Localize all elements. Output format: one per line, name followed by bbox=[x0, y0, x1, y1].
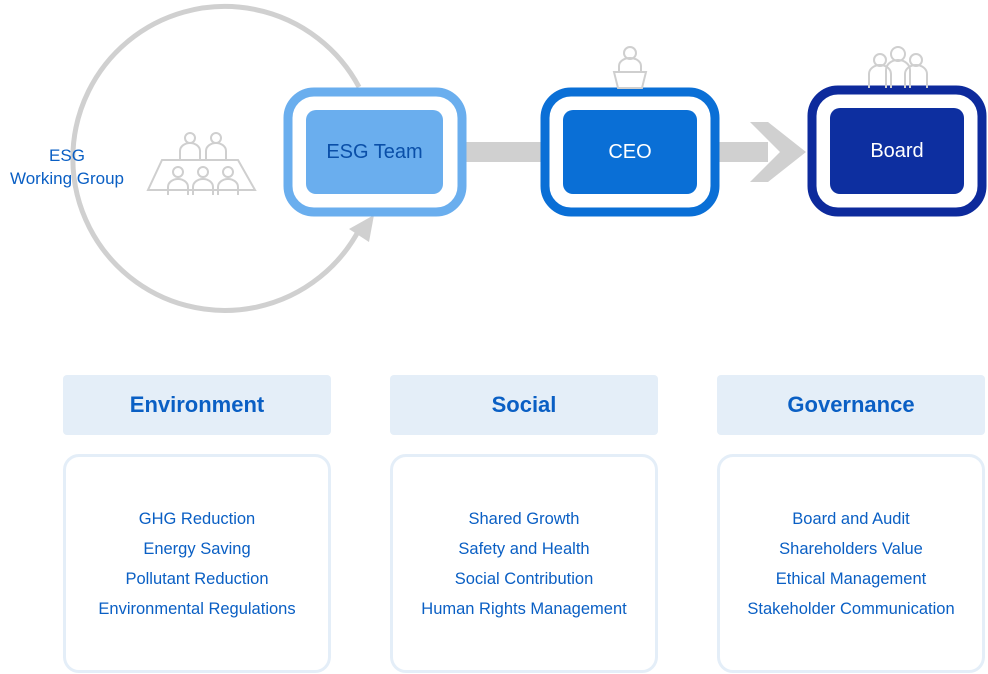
list-item: Social Contribution bbox=[454, 569, 594, 588]
category-box-social: Shared Growth Safety and Health Social C… bbox=[390, 454, 658, 673]
cycle-arrow-head bbox=[349, 215, 374, 242]
working-group-line1: ESG bbox=[49, 146, 85, 165]
category-box-environment: GHG Reduction Energy Saving Pollutant Re… bbox=[63, 454, 331, 673]
ceo-node bbox=[540, 87, 720, 217]
working-group-line2: Working Group bbox=[9, 169, 124, 188]
list-item: Ethical Management bbox=[775, 569, 927, 588]
arrow-ceo-board bbox=[718, 122, 806, 182]
list-item: Safety and Health bbox=[458, 539, 590, 558]
podium-speaker-icon bbox=[612, 46, 648, 89]
esg-team-label: ESG Team bbox=[326, 140, 423, 163]
list-item: Shared Growth bbox=[468, 509, 580, 528]
connector-team-ceo bbox=[462, 142, 546, 162]
meeting-table-icon bbox=[146, 132, 257, 195]
esg-team-node bbox=[283, 87, 467, 217]
working-group-label: ESG Working Group bbox=[0, 144, 134, 190]
list-item: Board and Audit bbox=[792, 509, 910, 528]
category-box-governance: Board and Audit Shareholders Value Ethic… bbox=[717, 454, 985, 673]
list-item: Pollutant Reduction bbox=[125, 569, 269, 588]
board-label: Board bbox=[870, 139, 924, 162]
ceo-label: CEO bbox=[608, 140, 652, 163]
list-item: Environmental Regulations bbox=[98, 599, 296, 618]
category-header-governance: Governance bbox=[717, 375, 985, 435]
list-item: Human Rights Management bbox=[421, 599, 627, 618]
list-item: Energy Saving bbox=[143, 539, 251, 558]
list-item: GHG Reduction bbox=[138, 509, 256, 528]
list-item: Shareholders Value bbox=[779, 539, 923, 558]
category-header-environment: Environment bbox=[63, 375, 331, 435]
category-header-social: Social bbox=[390, 375, 658, 435]
cycle-arrow-top bbox=[70, 3, 363, 313]
board-node bbox=[807, 85, 987, 217]
group-people-icon bbox=[868, 46, 928, 88]
list-item: Stakeholder Communication bbox=[747, 599, 955, 618]
